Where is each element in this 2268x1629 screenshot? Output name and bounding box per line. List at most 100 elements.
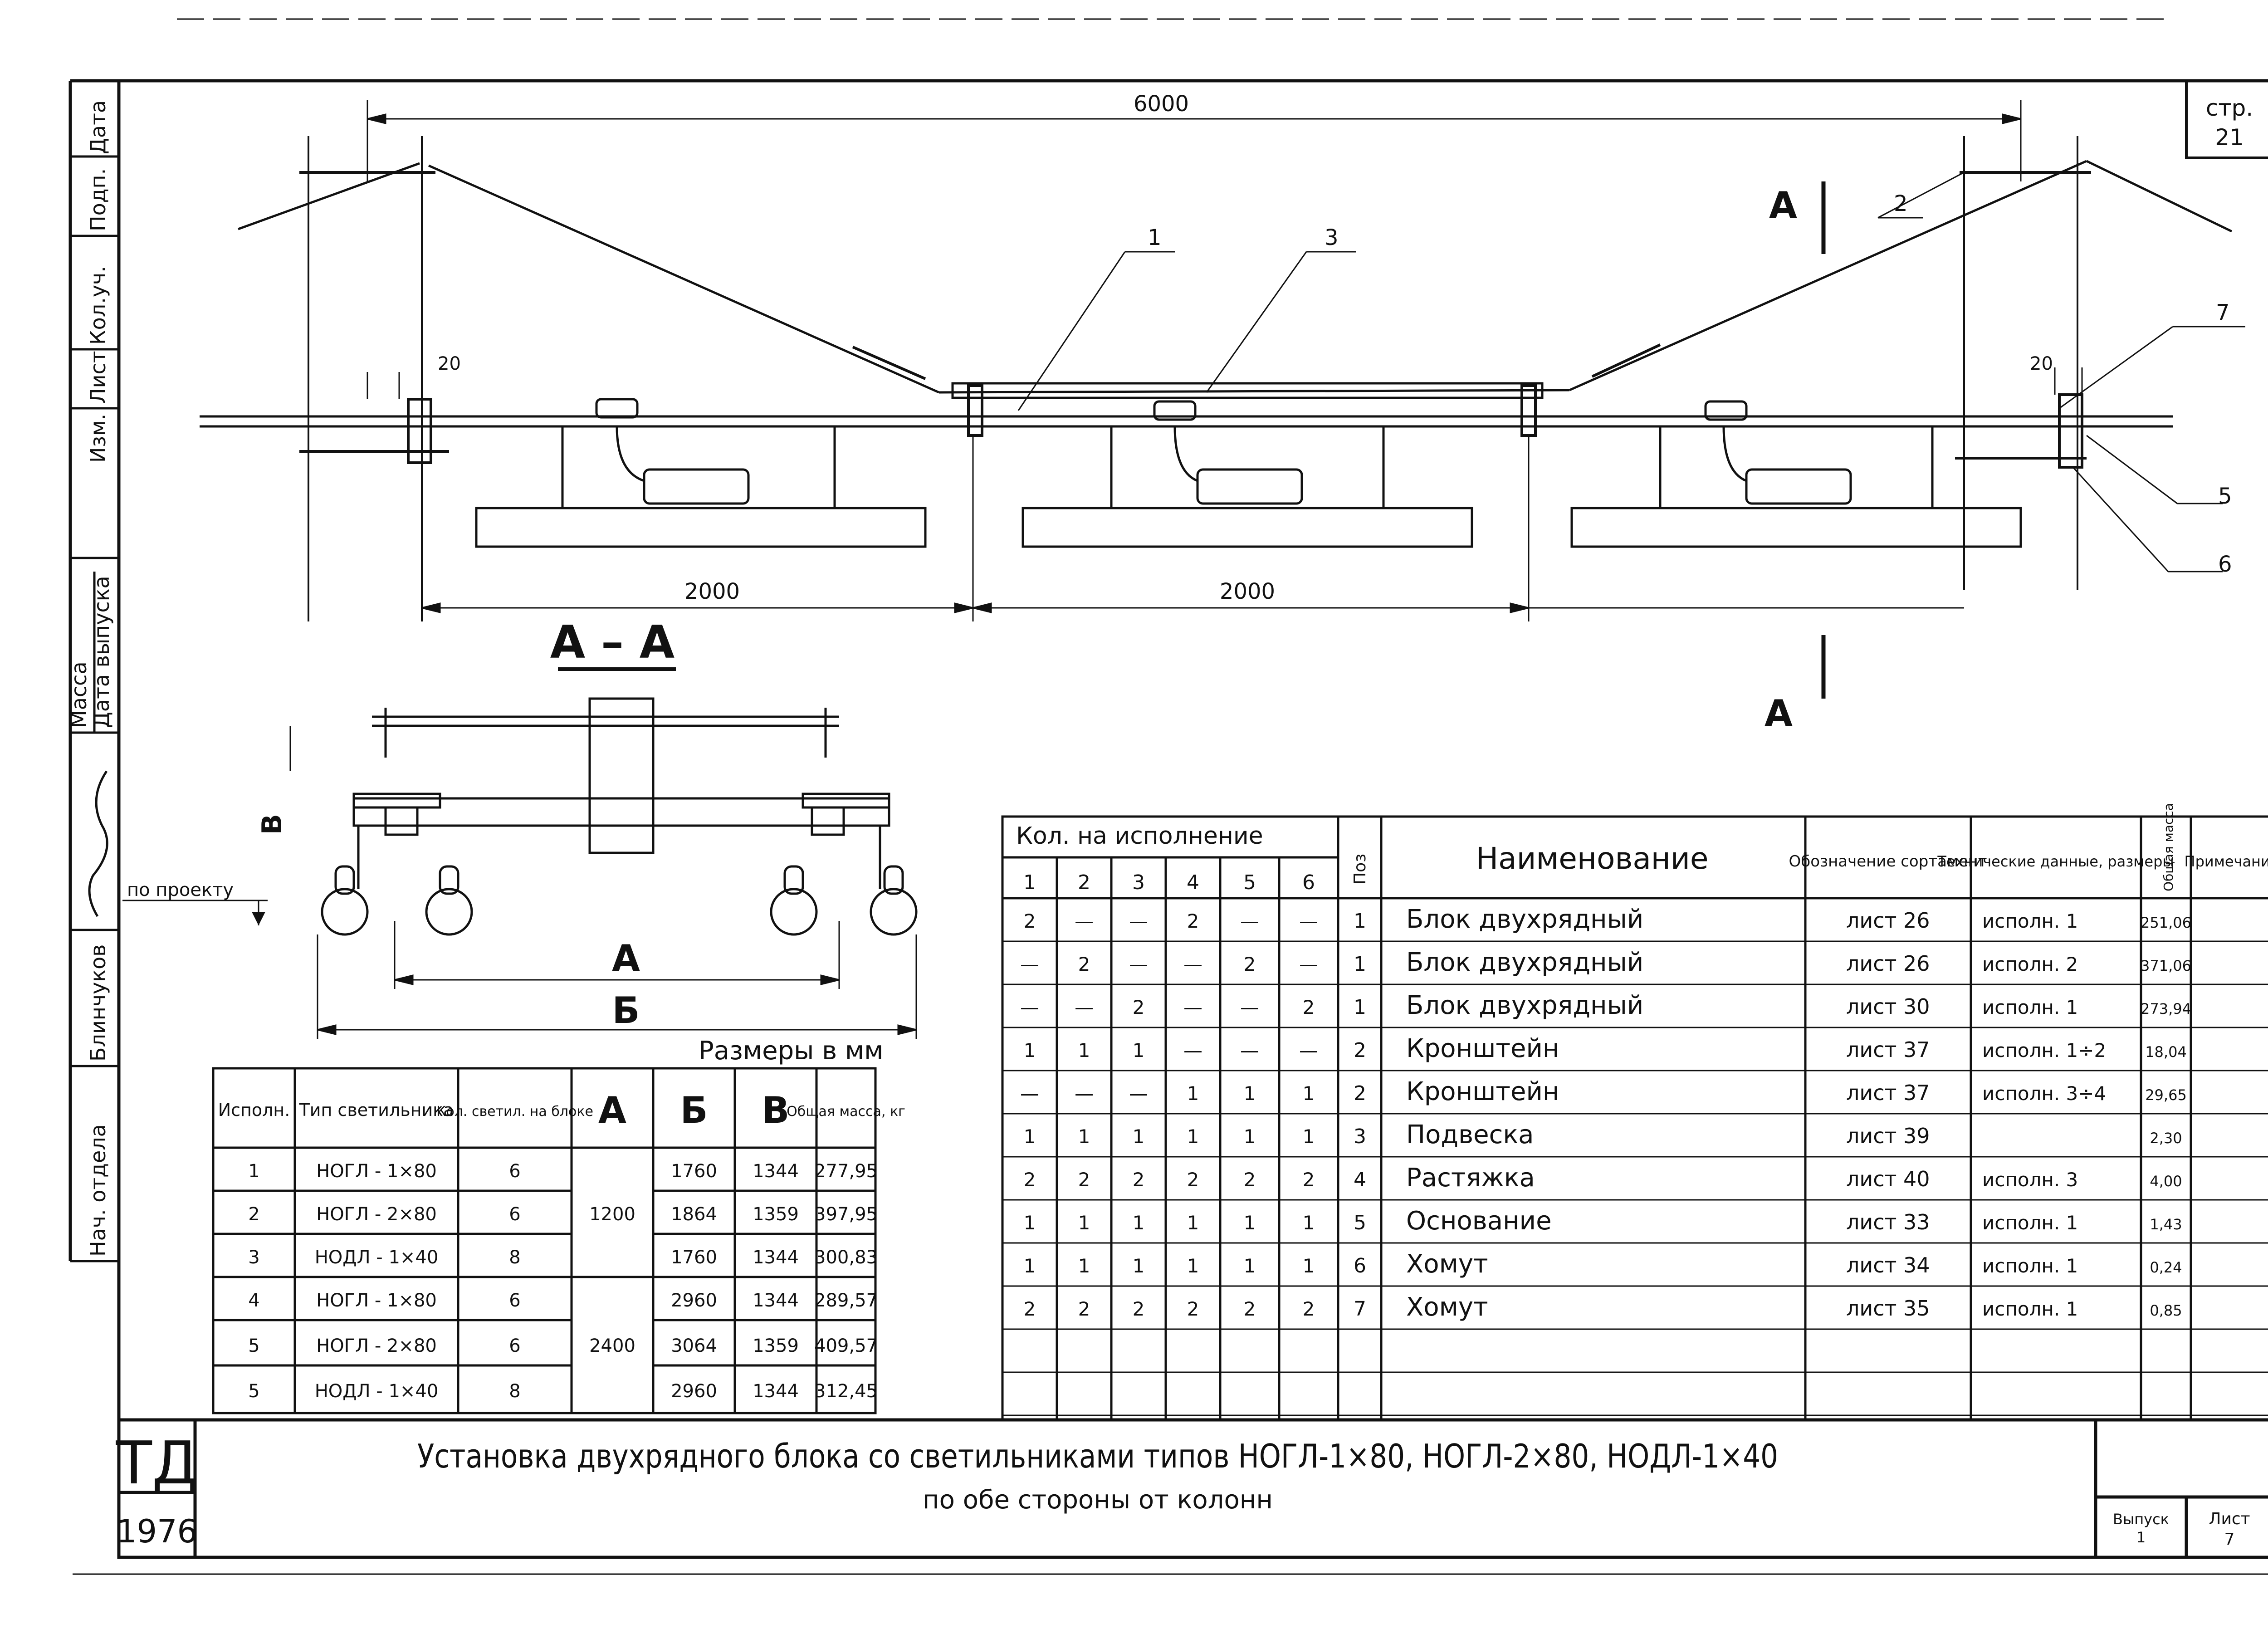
spec-designation: лист 40 [1846,1167,1930,1191]
dim-b-label: Б [612,989,640,1032]
tb-issue-value: 1 [2136,1529,2146,1546]
lt-cell: 5 [248,1335,259,1356]
spec-qty: 2 [1024,1298,1036,1320]
spec-name: Подвеска [1406,1120,1534,1150]
spec-qty: 2 [1024,910,1036,932]
spec-pos: 7 [1354,1297,1366,1321]
dim-a-label: А [612,937,640,979]
spec-qty: — [1240,910,1259,932]
spec-qty: 2 [1078,953,1090,975]
elevation-view: 6000 [200,91,2245,734]
spec-mass: 18,04 [2145,1043,2187,1061]
lt-cell: 5 [248,1381,259,1402]
spec-name: Основание [1406,1206,1552,1236]
spec-qty: — [1129,953,1148,975]
lt-cell: 1359 [753,1204,799,1225]
spec-name: Блок двухрядный [1406,991,1643,1020]
spec-h-pos: Поз [1351,854,1369,885]
spec-tech: исполн. 2 [1982,953,2078,975]
lt-cell: 277,95 [814,1161,878,1182]
spec-qty: — [1299,1039,1318,1062]
spec-qty: 1 [1024,1125,1036,1148]
spec-qty: 1 [1078,1255,1090,1277]
spec-pos: 1 [1354,996,1366,1019]
signature-mark [88,770,108,917]
spec-qty: — [1020,996,1039,1018]
lt-cell: 1760 [671,1161,717,1182]
tb-year: 1976 [117,1513,197,1550]
variants-table: Исполн. Тип светильника Кол. светил. на … [212,1067,905,1414]
spec-tech: исполн. 1 [1982,910,2078,932]
lt-cell: 1344 [753,1381,799,1402]
spec-mass: 2,30 [2150,1130,2182,1147]
spec-designation: лист 39 [1846,1124,1930,1148]
bracket-clamps [299,171,2091,469]
lt-cell: НОДЛ - 1×40 [315,1381,439,1402]
section-title: А – А [550,616,675,669]
callout-1: 1 [1148,225,1162,250]
units-note: Размеры в мм [699,1036,883,1066]
lt-cell: 3064 [671,1335,717,1356]
callout-7: 7 [2216,300,2230,325]
spec-qty: 1 [1303,1125,1315,1148]
lt-cell: 6 [509,1161,520,1182]
spec-qty: 1 [1078,1039,1090,1062]
spec-qty: 2 [1187,1298,1199,1320]
title-block: ТД 1976 Установка двухрядного блока со с… [116,1418,2268,1557]
guy-wires [238,160,2233,394]
lt-cell: 1344 [753,1290,799,1311]
spec-qty: 1 [1187,1125,1199,1148]
stamp-count: Кол.уч. [86,266,110,345]
lt-cell: 300,83 [814,1247,878,1268]
spec-qty: 2 [1133,1169,1145,1191]
stamp-sheet: Лист [86,351,110,404]
callout-3: 3 [1325,225,1339,250]
spec-h-tech: Технические данные, размеры [1937,853,2174,870]
stamp-signed: Подп. [86,168,110,231]
spec-qty: 1 [1024,1212,1036,1234]
page-number-box: стр. 21 [2185,79,2268,159]
spec-mass: 29,65 [2145,1086,2187,1104]
lt-cell: 289,57 [814,1290,878,1311]
spec-qty: 2 [1187,910,1199,932]
spec-tech: исполн. 1 [1982,1255,2078,1277]
tb-issue-label: Выпуск [2113,1511,2169,1528]
spec-h-name: Наименование [1476,841,1709,876]
spec-tech: исполн. 3 [1982,1169,2078,1191]
spec-qty: 2 [1078,1298,1090,1320]
spec-qty: — [1299,910,1318,932]
lt-cell: 1864 [671,1204,717,1225]
spec-qty: 1 [1303,1082,1315,1105]
spec-tech: исполн. 1 [1982,996,2078,1018]
spec-qty: — [1240,996,1259,1018]
callout-6: 6 [2218,552,2232,577]
spec-qty: 2 [1244,1298,1256,1320]
stamp-change: Изм. [86,414,110,463]
dimension-spans [367,367,2083,621]
lt-cell: 409,57 [814,1335,878,1356]
lt-cell: 6 [509,1290,520,1311]
spec-mass: 273,94 [2141,1000,2191,1018]
spec-qty: 1 [1303,1212,1315,1234]
lt-cell: 8 [509,1247,520,1268]
spec-qty: — [1129,910,1148,932]
level-note: по проекту [127,880,234,900]
spec-mass: 371,06 [2141,957,2191,974]
spec-exec-header: 4 [1187,871,1199,894]
dim-total-label: 6000 [1134,91,1189,117]
spec-designation: лист 26 [1846,908,1930,933]
lt-h-type: Тип светильника [299,1100,454,1120]
spec-qty: 1 [1133,1039,1145,1062]
lt-cell: 2960 [671,1290,717,1311]
spec-exec-header: 6 [1302,871,1315,894]
spec-name: Кронштейн [1406,1034,1559,1063]
spec-exec-header: 3 [1132,871,1145,894]
spec-name: Хомут [1406,1292,1488,1322]
dim-span-right: 2000 [1220,579,1275,604]
spec-name: Блок двухрядный [1406,905,1643,934]
lt-cell: НОГЛ - 2×80 [316,1204,437,1225]
spec-qty: 1 [1187,1082,1199,1105]
